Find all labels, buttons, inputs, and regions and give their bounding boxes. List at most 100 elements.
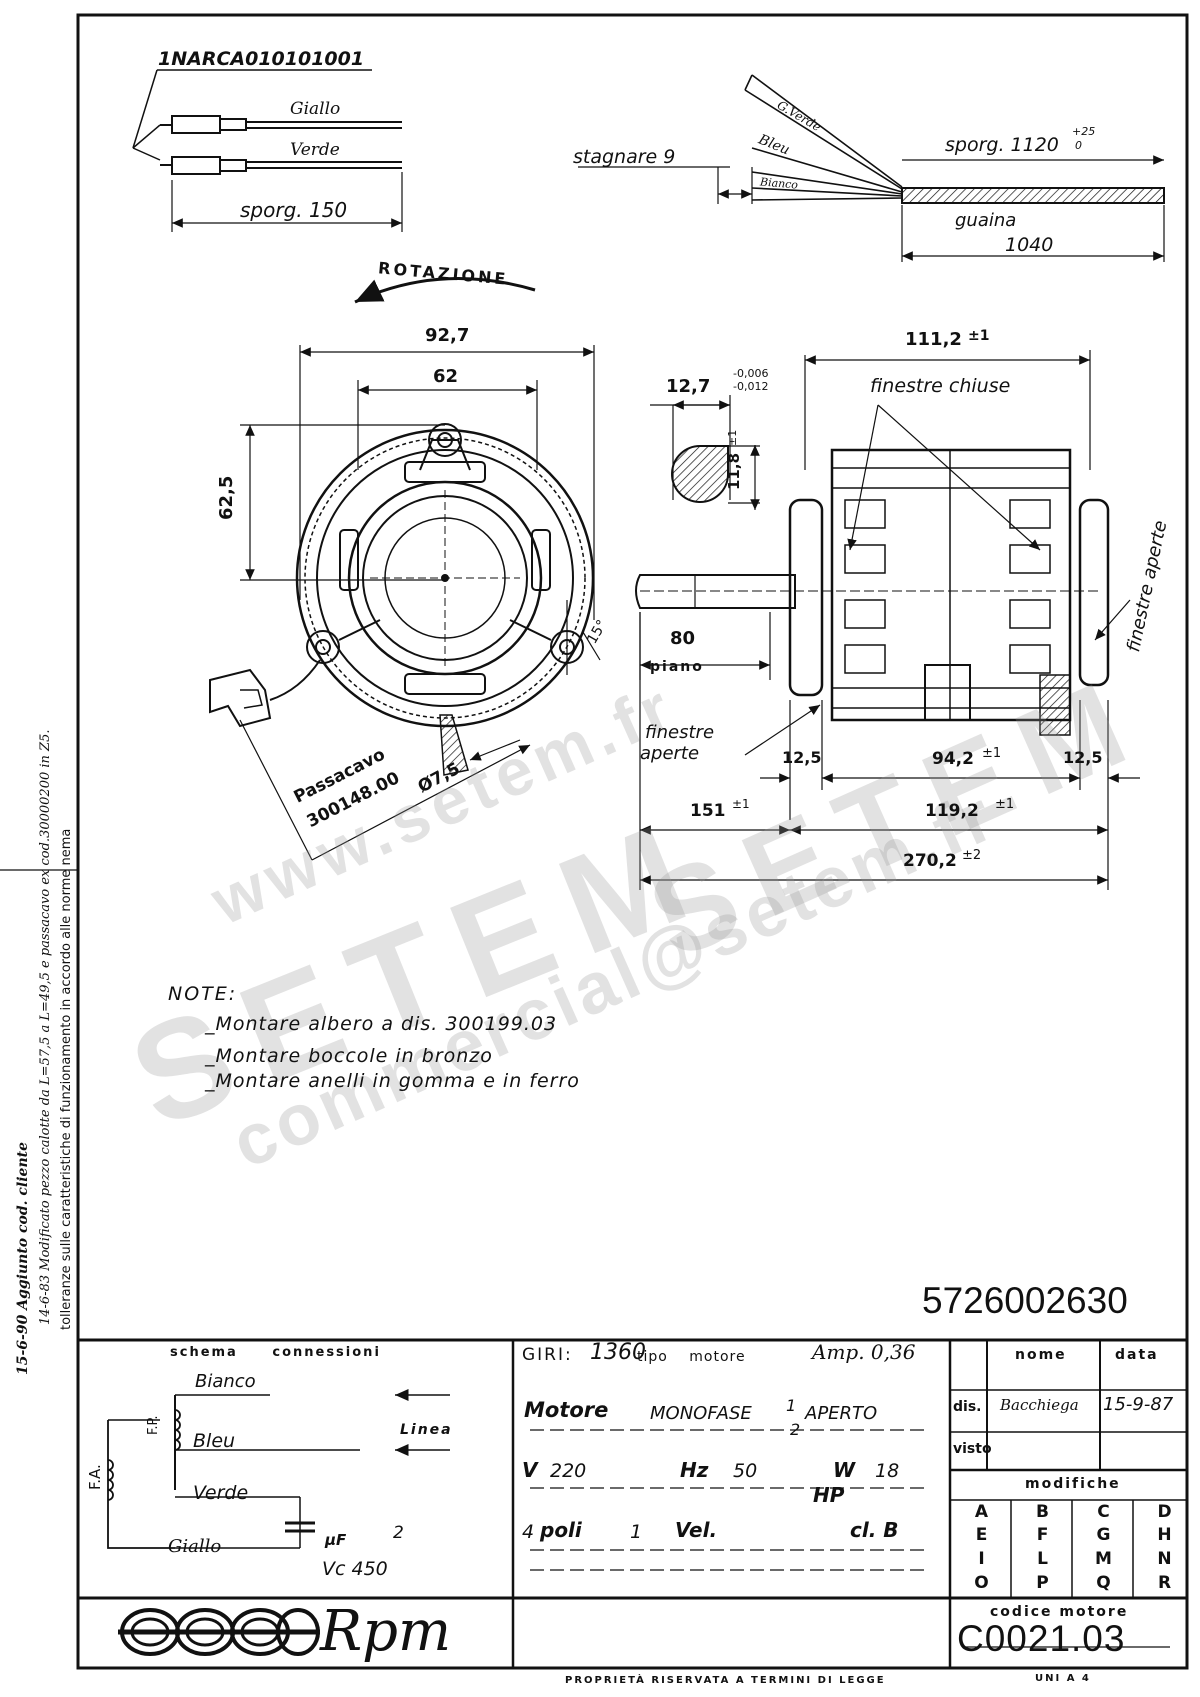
- footer-property: PROPRIETÀ RISERVATA A TERMINI DI LEGGE: [565, 1675, 886, 1686]
- schema-verde: Verde: [193, 1482, 249, 1504]
- data-header: data: [1115, 1347, 1159, 1363]
- note-item-1: _Montare albero a dis. 300199.03: [205, 1013, 558, 1035]
- mod-cell: C: [1097, 1502, 1110, 1522]
- dim-width: 111,2: [905, 329, 962, 350]
- part-number: 5726002630: [922, 1280, 1128, 1321]
- dim-inner-diameter: 62: [433, 366, 459, 387]
- wiring-code: 1NARCA010101001: [158, 48, 365, 70]
- mod-cell: Q: [1096, 1573, 1111, 1593]
- modifiche-label: modifiche: [1025, 1476, 1121, 1492]
- wire-label-bianco: Bianco: [759, 175, 799, 192]
- v-label: V: [522, 1458, 538, 1482]
- mod-cell: A: [974, 1502, 989, 1522]
- logo-coil: [118, 1608, 320, 1656]
- nome-header: nome: [1015, 1347, 1067, 1363]
- sporg-1120: sporg. 1120: [945, 134, 1059, 156]
- schema-bleu: Bleu: [193, 1430, 236, 1452]
- mod-cell: N: [1157, 1549, 1172, 1569]
- class-label: cl. B: [850, 1518, 899, 1542]
- dis-label: dis.: [953, 1399, 982, 1415]
- hz-value: 50: [733, 1460, 758, 1482]
- hz-label: Hz: [680, 1458, 709, 1482]
- tipo-motore-label: tipo motore: [637, 1349, 746, 1365]
- rotation-arrow: [354, 276, 536, 304]
- finestre-aperte-bottom-2: aperte: [640, 743, 700, 764]
- shaft-flat: 11,8: [725, 452, 743, 490]
- schema-vc: Vc 450: [322, 1558, 388, 1580]
- dim-shaft-length: 151: [690, 801, 726, 821]
- fraction-num: 1: [786, 1396, 797, 1415]
- mod-cell: G: [1096, 1525, 1111, 1545]
- v-value: 220: [550, 1460, 587, 1482]
- title-block: [78, 1338, 1187, 1668]
- logo-text: Rpm: [320, 1599, 452, 1664]
- note-item-2: _Montare boccole in bronzo: [205, 1045, 493, 1067]
- dis-date: 15-9-87: [1103, 1394, 1174, 1415]
- mod-cell: B: [1036, 1502, 1049, 1522]
- dim-flat-length: 80: [670, 628, 696, 649]
- dim-outer-diameter: 92,7: [425, 325, 470, 346]
- vel-label: Vel.: [675, 1518, 718, 1542]
- schema-fp: F.P.: [146, 1415, 161, 1435]
- side-view: [635, 350, 1140, 890]
- dim-stack-tol: ±1: [982, 746, 1002, 761]
- piano-label: piano: [650, 659, 704, 675]
- hp-label: HP: [813, 1483, 845, 1507]
- guaina-label: guaina: [955, 210, 1017, 231]
- schema-title: schema connessioni: [170, 1345, 381, 1360]
- dim-width-tol: ±1: [968, 328, 990, 344]
- shaft-tol-upper: -0,006: [733, 367, 769, 380]
- side-note-2: 14-6-83 Modificato pezzo calotte da L=57…: [38, 729, 53, 1325]
- sporg-tol-lower: 0: [1075, 139, 1082, 152]
- wire-label-bottom: Verde: [290, 140, 340, 160]
- amp-value: Amp. 0,36: [812, 1340, 916, 1364]
- dim-flange-left: 12,5: [782, 748, 822, 767]
- front-view: [209, 345, 601, 861]
- dim-shaft-length-tol: ±1: [732, 797, 750, 811]
- mod-cell: R: [1157, 1573, 1172, 1593]
- giri-label: GIRI:: [522, 1345, 573, 1365]
- poli-value: 4: [522, 1521, 535, 1543]
- sporg-tol-upper: +25: [1072, 125, 1096, 138]
- codice-value: C0021.03: [957, 1618, 1126, 1659]
- motore-type: MONOFASE: [650, 1403, 752, 1424]
- shaft-diameter: 12,7: [666, 376, 711, 397]
- mod-cell: D: [1157, 1502, 1172, 1522]
- footer-format: UNI A 4: [1035, 1673, 1091, 1684]
- sporg-150: sporg. 150: [240, 198, 348, 222]
- mod-cell: E: [975, 1525, 988, 1545]
- mod-cell: P: [1036, 1573, 1049, 1593]
- dim-body: 119,2: [925, 801, 979, 821]
- guaina-length: 1040: [1005, 234, 1054, 256]
- poli-label: poli: [540, 1518, 582, 1542]
- cable-diagram: [578, 74, 1165, 262]
- schema-giallo: Giallo: [168, 1536, 222, 1557]
- schema-fa: F.A.: [86, 1464, 104, 1490]
- stagnare-label: stagnare 9: [573, 146, 676, 168]
- shaft-section: [650, 395, 760, 510]
- dim-body-tol: ±1: [995, 797, 1015, 812]
- w-value: 18: [875, 1460, 900, 1482]
- shaft-tol-lower: -0,012: [733, 380, 769, 393]
- dim-stack: 94,2: [932, 749, 974, 769]
- dis-name: Bacchiega: [1000, 1396, 1079, 1414]
- dim-total: 270,2: [903, 851, 957, 871]
- mod-cell: I: [978, 1549, 985, 1569]
- mod-cell: L: [1037, 1549, 1048, 1569]
- wire-label-top: Giallo: [290, 99, 341, 119]
- schema-uf-label: µF: [325, 1531, 347, 1549]
- frame-border: [76, 13, 1189, 1670]
- mod-cell: F: [1036, 1525, 1049, 1545]
- mod-cell: O: [974, 1573, 989, 1593]
- mod-cell: H: [1157, 1525, 1172, 1545]
- dim-height: 62,5: [216, 475, 237, 520]
- fraction-den: 2: [790, 1420, 801, 1439]
- codice-label: codice motore: [990, 1604, 1129, 1620]
- visto-label: visto: [953, 1441, 992, 1457]
- finestre-aperte-bottom-1: finestre: [645, 722, 715, 743]
- mod-cell: M: [1095, 1549, 1112, 1569]
- vel-value: 1: [630, 1521, 643, 1543]
- wiring-schematic: [107, 1389, 450, 1549]
